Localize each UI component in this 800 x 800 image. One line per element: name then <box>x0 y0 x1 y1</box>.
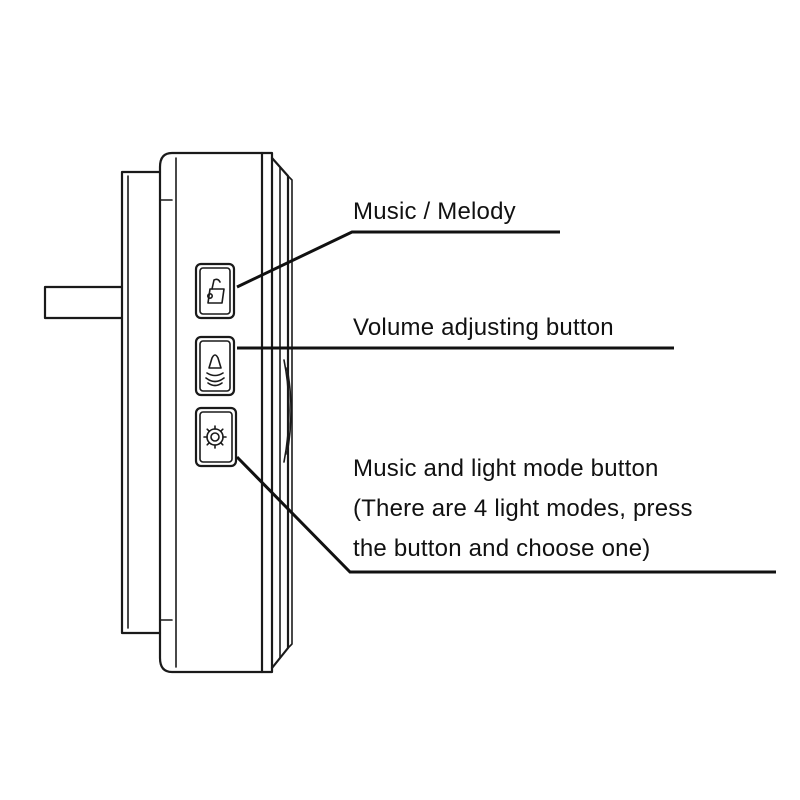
callout-mode-button: Music and light mode button (There are 4… <box>353 449 693 569</box>
gear-icon <box>203 425 227 449</box>
music-button[interactable] <box>194 262 236 320</box>
plug-prong <box>43 285 124 320</box>
front-bezel <box>260 151 293 674</box>
device-body <box>158 151 264 674</box>
callout-music-text: Music / Melody <box>353 198 516 225</box>
callout-mode-line-2: (There are 4 light modes, press <box>353 495 693 522</box>
mode-button[interactable] <box>194 406 238 468</box>
speaker-grille <box>283 359 292 463</box>
callout-music-melody: Music / Melody <box>353 192 516 232</box>
music-note-icon <box>207 278 225 304</box>
callout-mode-line-3: the button and choose one) <box>353 535 651 562</box>
callout-mode-line-1: Music and light mode button <box>353 455 659 482</box>
bell-icon <box>205 354 225 387</box>
volume-button[interactable] <box>194 335 236 397</box>
back-plate <box>120 170 162 635</box>
leader-line-music <box>236 230 560 289</box>
leader-line-mode <box>235 455 776 574</box>
callout-volume-text: Volume adjusting button <box>353 314 614 341</box>
callout-volume-button: Volume adjusting button <box>353 308 614 348</box>
